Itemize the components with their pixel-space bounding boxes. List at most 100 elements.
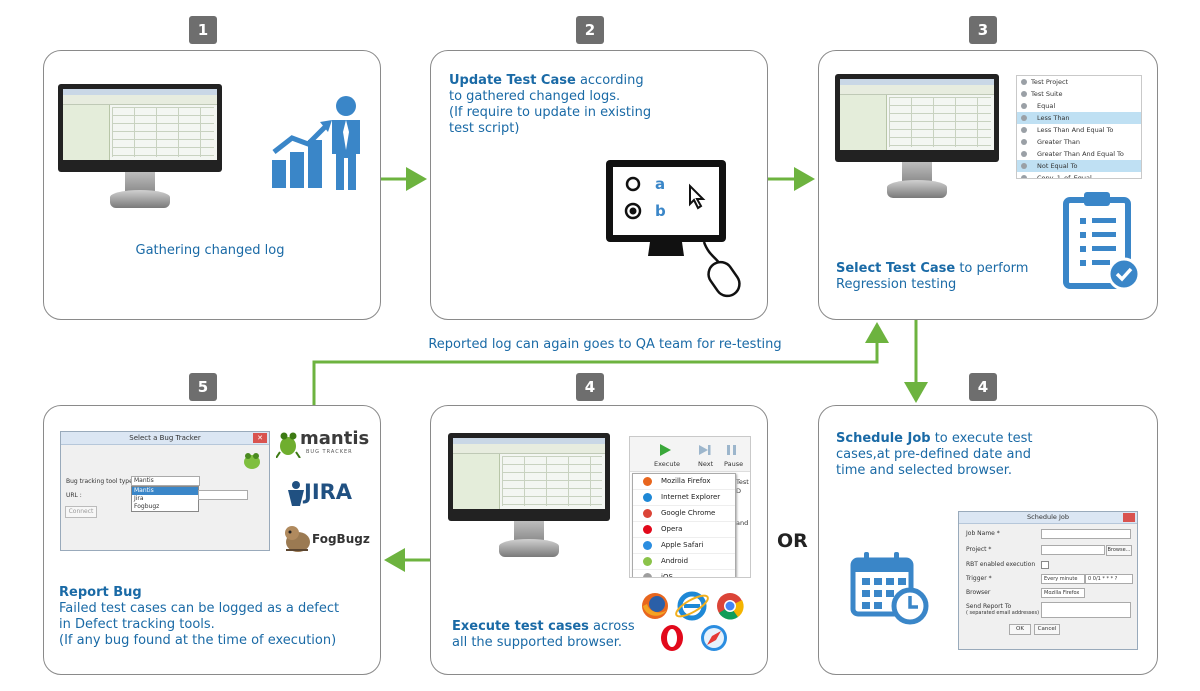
step-4-schedule-line-3: time and selected browser.	[836, 463, 1013, 478]
step-2-line-2: to gathered changed logs.	[449, 89, 621, 104]
step-4-execute-text: Execute test cases across all the suppor…	[452, 619, 752, 651]
tree-item[interactable]: Greater Than And Equal To	[1017, 148, 1141, 160]
browser-label: Browser	[966, 589, 991, 596]
next-icon[interactable]	[698, 444, 712, 456]
browser-option[interactable]: Android	[633, 554, 735, 570]
step-1-caption: Gathering changed log	[135, 243, 285, 258]
clipboard-check-icon	[1063, 192, 1141, 290]
project-field[interactable]	[1041, 545, 1105, 555]
browser-option-label: Opera	[661, 525, 683, 533]
step-2-text-1: according	[575, 73, 644, 88]
step-3-monitor	[835, 74, 999, 202]
browser-select[interactable]: Mozilla Firefox	[1041, 588, 1085, 598]
bug-tracker-dialog: Select a Bug Tracker ✕ Bug tracking tool…	[60, 431, 270, 551]
step-4-execute-badge: 4	[576, 373, 604, 401]
bug-url-field[interactable]	[198, 490, 248, 500]
tree-item[interactable]: Equal	[1017, 100, 1141, 112]
step-4-schedule-text: Schedule Job to execute test cases,at pr…	[836, 431, 1136, 479]
opera-icon	[661, 625, 683, 651]
tree-item[interactable]: Less Than	[1017, 112, 1141, 124]
pause-icon[interactable]	[726, 444, 738, 456]
browser-option[interactable]: Opera	[633, 522, 735, 538]
cancel-button[interactable]: Cancel	[1034, 624, 1060, 635]
fogbugz-logo: FogBugz	[282, 522, 370, 556]
browser-option-icon	[643, 477, 652, 486]
jira-logo: JIRA	[286, 478, 366, 508]
safari-icon	[701, 625, 727, 651]
mantis-logo-text: mantis	[300, 428, 370, 449]
ok-button[interactable]: OK	[1009, 624, 1031, 635]
tree-item[interactable]: Copy_1_of_Equal	[1017, 172, 1141, 178]
step-1-badge: 1	[189, 16, 217, 44]
job-name-field[interactable]	[1041, 529, 1131, 539]
browser-option[interactable]: iOS	[633, 570, 735, 577]
browser-option-label: Google Chrome	[661, 509, 716, 517]
bug-tool-option[interactable]: Mantis	[132, 487, 198, 495]
mantis-logo: mantis BUG TRACKER	[276, 428, 369, 462]
job-name-label: Job Name *	[966, 530, 1000, 537]
execute-browser-menu: Execute Next Pause Test D and Mozilla Fi…	[629, 436, 751, 578]
bug-dialog-close-button[interactable]: ✕	[253, 433, 267, 443]
rbt-label: RBT enabled execution	[966, 561, 1036, 568]
bug-tool-option[interactable]: Fogbugz	[134, 503, 160, 510]
browser-logos	[642, 591, 744, 651]
firefox-icon	[642, 593, 668, 619]
send-report-field[interactable]	[1041, 602, 1131, 618]
browser-option-label: Apple Safari	[661, 541, 704, 549]
growth-chart-businessman-icon	[272, 96, 360, 190]
pause-label[interactable]: Pause	[724, 460, 744, 468]
send-report-hint: ( separated email addresses)	[966, 610, 1040, 616]
bug-connect-button[interactable]: Connect	[65, 506, 97, 518]
step-2-line-3: (If require to update in existing	[449, 105, 652, 120]
step-5-text: Report Bug Failed test cases can be logg…	[59, 585, 369, 649]
browser-option[interactable]: Apple Safari	[633, 538, 735, 554]
partial-cell-text: and	[736, 519, 749, 527]
chrome-icon	[717, 593, 744, 620]
bug-dialog-title: Select a Bug Tracker	[129, 434, 201, 442]
browser-option[interactable]: Internet Explorer	[633, 490, 735, 506]
browser-option-icon	[643, 509, 652, 518]
browser-option-icon	[643, 557, 652, 566]
bug-tool-option[interactable]: Jira	[134, 495, 144, 502]
step-5-line-1: Failed test cases can be logged as a def…	[59, 601, 340, 616]
jira-logo-text: JIRA	[304, 480, 353, 504]
rbt-checkbox[interactable]	[1041, 561, 1049, 569]
execute-label[interactable]: Execute	[654, 460, 680, 468]
schedule-dialog-title: Schedule Job	[1027, 513, 1069, 521]
schedule-dialog-close-button[interactable]	[1123, 513, 1135, 522]
cron-field[interactable]: 0 0/1 * * * ?	[1085, 574, 1133, 584]
step-4-schedule-text-1: to execute test	[930, 431, 1033, 446]
tree-item[interactable]: Test Project	[1017, 76, 1141, 88]
schedule-job-dialog: Schedule Job Job Name * Project * Browse…	[958, 511, 1138, 650]
next-label[interactable]: Next	[698, 460, 714, 468]
mantis-logo-subtext: BUG TRACKER	[306, 449, 353, 455]
svg-text:b: b	[655, 202, 666, 220]
tree-item[interactable]: Test Suite	[1017, 88, 1141, 100]
browse-button[interactable]: Browse...	[1106, 545, 1132, 556]
mantis-small-icon	[244, 453, 260, 469]
step-2-line-4: test script)	[449, 121, 520, 136]
step-5-badge: 5	[189, 373, 217, 401]
step-5-line-3: (If any bug found at the time of executi…	[59, 633, 337, 648]
browser-option[interactable]: Mozilla Firefox	[633, 474, 735, 490]
browser-option[interactable]: Google Chrome	[633, 506, 735, 522]
step-4-schedule-title: Schedule Job	[836, 431, 931, 446]
svg-text:a: a	[655, 175, 665, 193]
monitor-mouse-icon: a b	[606, 160, 741, 298]
trigger-select[interactable]: Every minute	[1041, 574, 1085, 584]
tree-item[interactable]: Greater Than	[1017, 136, 1141, 148]
step-5-title: Report Bug	[59, 585, 142, 600]
bug-tool-select[interactable]: Mantis	[131, 476, 200, 486]
step-4-execute-line-2: all the supported browser.	[452, 635, 623, 650]
step-5-line-2: in Defect tracking tools.	[59, 617, 215, 632]
step-4-execute-text-1: across	[588, 619, 635, 634]
execute-play-icon[interactable]	[658, 443, 672, 457]
step-3-badge: 3	[969, 16, 997, 44]
internet-explorer-icon	[675, 591, 709, 621]
tree-item[interactable]: Not Equal To	[1017, 160, 1141, 172]
tree-item[interactable]: Less Than And Equal To	[1017, 124, 1141, 136]
partial-column-header: Test D	[736, 478, 749, 495]
